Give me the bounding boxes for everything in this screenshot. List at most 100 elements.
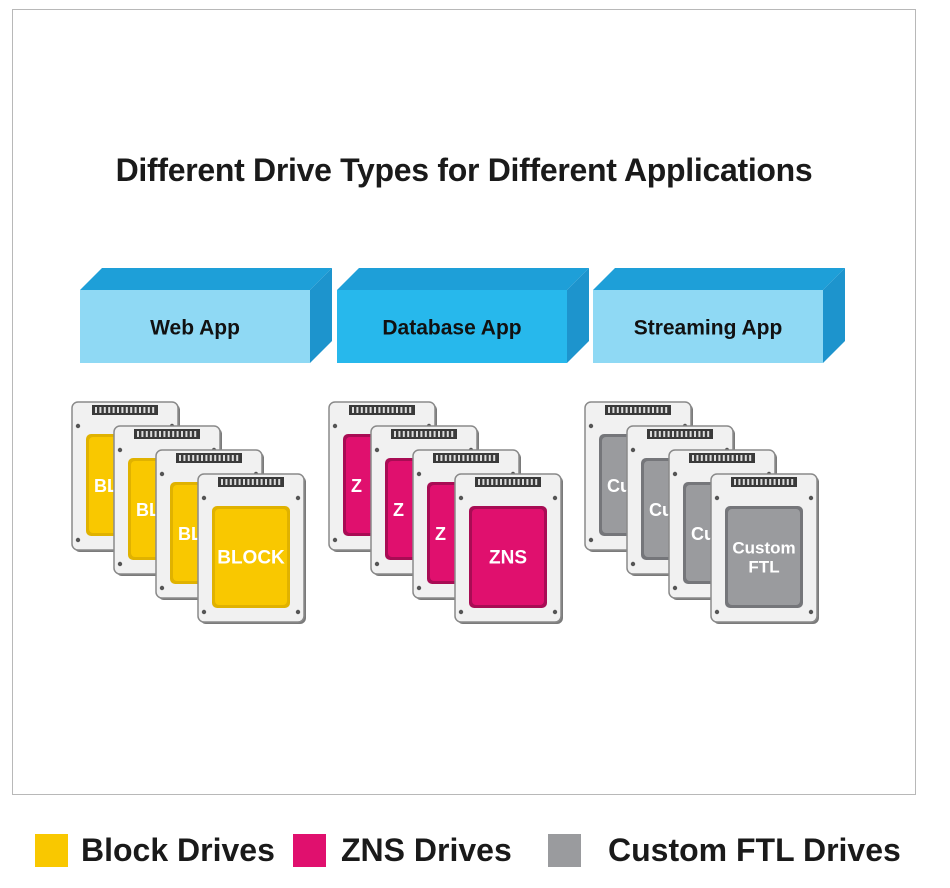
connector-pin <box>225 479 228 485</box>
connector-pin <box>402 431 405 437</box>
connector-pin <box>229 479 232 485</box>
connector-pin <box>749 455 752 461</box>
drive-partial-label: BL <box>178 524 202 544</box>
connector-pin <box>398 431 401 437</box>
screw-hole <box>374 561 380 567</box>
connector-pin <box>616 407 619 413</box>
connector-pin <box>243 479 245 485</box>
connector-pin <box>218 455 221 461</box>
app-block-front <box>337 290 567 363</box>
connector-pin <box>352 407 354 413</box>
drive-label-panel <box>728 509 800 605</box>
connector-pin <box>778 479 780 485</box>
connector-pin <box>731 455 734 461</box>
drive-connector <box>689 453 755 463</box>
connector-pin <box>265 479 267 485</box>
connector-pin <box>705 455 708 461</box>
connector-pin <box>791 479 794 485</box>
connector-pin <box>247 479 250 485</box>
screw-hole <box>458 495 464 501</box>
connector-pin <box>187 455 190 461</box>
connector-pin <box>429 431 432 437</box>
drive-connector <box>176 453 242 463</box>
drive-label-text: BLOCK <box>217 548 285 569</box>
connector-pin <box>440 455 443 461</box>
screw-hole <box>552 609 558 615</box>
connector-pin <box>112 407 115 413</box>
screw-hole <box>416 471 422 477</box>
connector-pin <box>183 455 186 461</box>
screw-hole <box>672 471 678 477</box>
drive-label-panel <box>215 509 287 605</box>
connector-pin <box>145 431 148 437</box>
connector-pin <box>251 479 254 485</box>
connector-pin <box>478 479 480 485</box>
connector-pin <box>700 455 703 461</box>
screw-hole <box>416 585 422 591</box>
connector-pin <box>260 479 263 485</box>
connector-pin <box>227 455 230 461</box>
connector-pin <box>718 455 721 461</box>
connector-pin <box>185 431 188 437</box>
screw-hole <box>588 537 594 543</box>
connector-pin <box>727 455 730 461</box>
connector-pin <box>488 455 491 461</box>
connector-pin <box>196 455 199 461</box>
screw-hole <box>75 423 81 429</box>
connector-pin <box>484 455 487 461</box>
connector-pin <box>654 431 657 437</box>
connector-pin <box>172 431 175 437</box>
connector-pin <box>99 407 102 413</box>
connector-pin <box>404 407 407 413</box>
connector-pin <box>231 455 234 461</box>
connector-pin <box>256 479 259 485</box>
connector-pin <box>117 407 119 413</box>
connector-pin <box>137 431 139 437</box>
connector-pin <box>508 479 511 485</box>
connector-pin <box>612 407 615 413</box>
connector-pin <box>471 455 474 461</box>
screw-hole <box>808 495 814 501</box>
connector-pin <box>689 431 692 437</box>
connector-pin <box>238 479 241 485</box>
connector-pin <box>760 479 763 485</box>
connector-pin <box>667 431 670 437</box>
connector-pin <box>130 407 133 413</box>
drive-partial-label: BL <box>94 476 118 496</box>
app-block-label: Streaming App <box>634 317 783 340</box>
connector-pin <box>378 407 381 413</box>
app-block: Database App <box>337 268 589 363</box>
connector-pin <box>356 407 359 413</box>
connector-pin <box>374 407 376 413</box>
connector-pin <box>214 455 217 461</box>
connector-pin <box>192 455 195 461</box>
screw-hole <box>552 495 558 501</box>
connector-pin <box>108 407 111 413</box>
connector-pin <box>773 479 776 485</box>
connector-pin <box>672 431 674 437</box>
connector-pin <box>658 431 661 437</box>
legend: Block Drives ZNS Drives Custom FTL Drive… <box>0 818 950 878</box>
screw-hole <box>630 561 636 567</box>
connector-pin <box>696 455 699 461</box>
connector-pin <box>152 407 155 413</box>
drive-partial-label: Z <box>435 524 446 544</box>
connector-pin <box>694 431 696 437</box>
connector-pin <box>382 407 385 413</box>
connector-pin <box>424 431 427 437</box>
connector-pin <box>234 479 237 485</box>
drive-connector <box>391 429 457 439</box>
legend-swatch-block <box>35 834 68 867</box>
app-block-front <box>80 290 310 363</box>
connector-pin <box>676 431 679 437</box>
connector-pin <box>433 431 436 437</box>
drive-label-text: Custom <box>732 539 795 558</box>
connector-pin <box>526 479 529 485</box>
connector-pin <box>650 431 652 437</box>
connector-pin <box>442 431 445 437</box>
connector-pin <box>491 479 494 485</box>
connector-pin <box>652 407 654 413</box>
connector-pin <box>482 479 485 485</box>
connector-pin <box>466 455 469 461</box>
